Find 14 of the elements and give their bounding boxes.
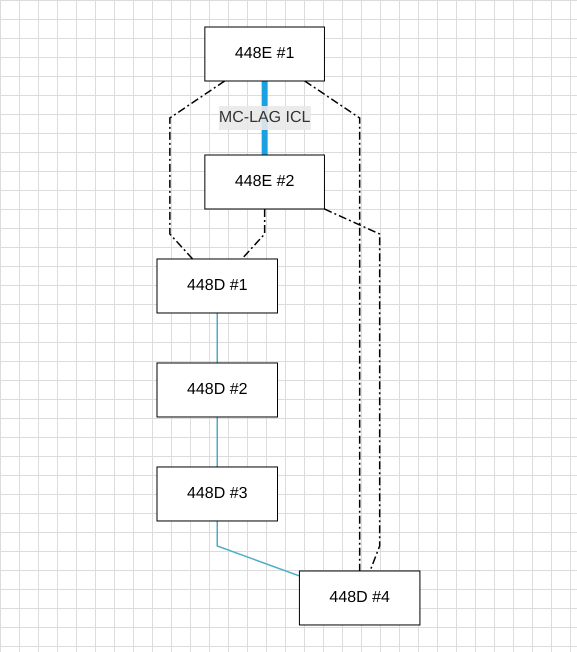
connector [304,80,360,571]
edge-label: MC-LAG ICL [218,109,310,126]
connector [216,521,300,577]
node-box: 448D #3 [156,466,278,522]
node-box: 448D #2 [156,362,278,418]
node-box: 448D #4 [298,570,420,626]
node-box: 448E #2 [204,154,325,210]
node-box: 448D #1 [156,258,278,314]
node-box: 448E #1 [204,26,325,82]
connector [216,313,218,363]
connector [169,80,226,260]
connector [216,417,218,467]
connector [241,209,266,260]
connector [324,208,380,572]
